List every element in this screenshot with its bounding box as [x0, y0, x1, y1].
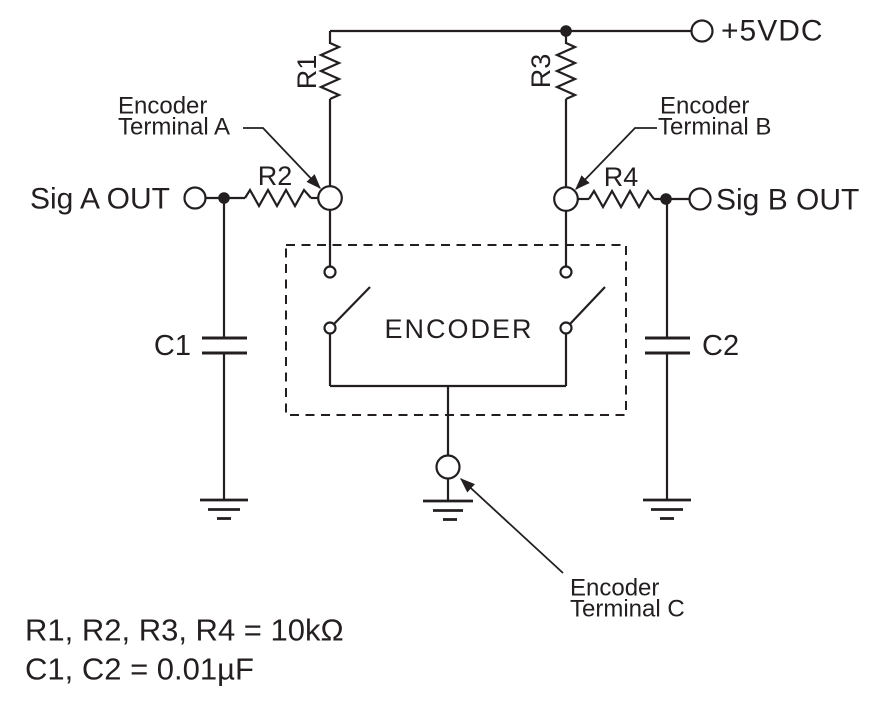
c2-label: C2 — [702, 330, 739, 362]
encoder-b-contact-circle — [559, 265, 573, 279]
note-resistor-values: R1, R2, R3, R4 = 10kΩ — [25, 613, 344, 648]
sig-b-label: Sig B OUT — [716, 184, 859, 217]
encoder-box: ENCODER — [285, 209, 627, 416]
power-rail: +5VDC — [330, 15, 824, 48]
power-label: +5VDC — [721, 15, 824, 48]
sig-a-label: Sig A OUT — [30, 183, 170, 216]
encoder-b-switch-arm — [569, 286, 606, 325]
terminal-a-label-line2: Terminal A — [118, 114, 230, 141]
sig-b-output: Sig B OUT — [660, 184, 859, 217]
r2-zigzag — [244, 187, 312, 209]
capacitor-c1: C1 — [154, 198, 248, 520]
c1-label: C1 — [154, 330, 191, 362]
r4-zigzag — [588, 188, 655, 210]
terminal-c-label-line2: Terminal C — [570, 596, 685, 623]
resistor-r4: R4 — [578, 162, 690, 210]
encoder-a-contact-circle — [323, 265, 337, 279]
encoder-terminal-b-circle — [553, 186, 579, 212]
resistor-r3: R3 — [526, 31, 578, 187]
callout-terminal-a: Encoder Terminal A — [118, 93, 321, 189]
terminal-b-label-line1: Encoder — [660, 93, 749, 120]
r1-zigzag — [318, 41, 342, 101]
terminal-c-leader-arrow — [460, 478, 564, 574]
callout-terminal-c: Encoder Terminal C — [460, 478, 685, 623]
terminal-b-leader-arrow — [575, 127, 657, 190]
encoder-b-switch-pivot — [559, 321, 573, 335]
resistor-r2: R2 — [244, 161, 318, 209]
ground-symbol-right — [643, 498, 691, 520]
sig-a-output: Sig A OUT — [30, 183, 245, 216]
terminal-c-branch — [423, 386, 473, 521]
r1-label: R1 — [292, 55, 322, 90]
ground-symbol-center — [423, 499, 473, 521]
power-terminal-circle — [690, 19, 714, 43]
encoder-dashed-outline — [285, 244, 627, 416]
note-capacitor-values: C1, C2 = 0.01µF — [25, 652, 254, 687]
callout-terminal-b: Encoder Terminal B — [575, 93, 771, 190]
terminal-a-leader-arrow — [243, 127, 321, 189]
encoder-a-switch-arm — [333, 286, 371, 325]
r3-label: R3 — [526, 54, 556, 89]
capacitor-c2: C2 — [643, 199, 739, 520]
r3-zigzag — [554, 41, 578, 101]
r2-label: R2 — [258, 161, 293, 191]
encoder-a-switch-pivot — [323, 321, 337, 335]
terminal-b-label-line2: Terminal B — [658, 114, 771, 141]
encoder-terminal-c-circle — [435, 454, 461, 480]
r4-label: R4 — [604, 162, 639, 192]
sig-b-terminal-circle — [688, 187, 712, 211]
sig-a-terminal-circle — [183, 186, 207, 210]
encoder-label: ENCODER — [384, 314, 533, 344]
terminal-c-label-line1: Encoder — [570, 575, 659, 602]
component-value-notes: R1, R2, R3, R4 = 10kΩ C1, C2 = 0.01µF — [25, 613, 344, 687]
ground-symbol-left — [200, 498, 248, 520]
resistor-r1: R1 — [292, 31, 342, 186]
terminal-a-label-line1: Encoder — [118, 93, 207, 120]
encoder-terminal-a-circle — [317, 185, 343, 211]
